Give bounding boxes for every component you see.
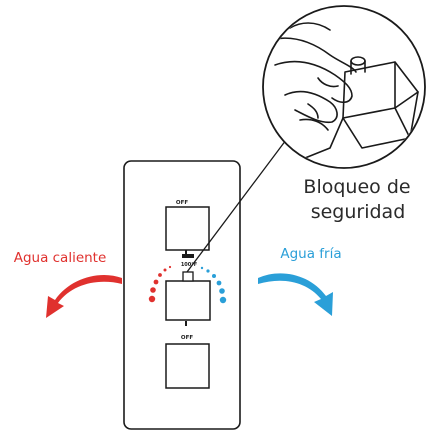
cold-dot xyxy=(219,288,225,294)
cold-dot xyxy=(200,266,204,270)
callout-leader-line xyxy=(186,131,293,273)
hot-water-arrow xyxy=(46,274,122,318)
cold-scale-dots xyxy=(200,266,227,304)
cold-dot xyxy=(219,296,227,304)
hot-dot xyxy=(163,268,167,272)
safety-lock-detail xyxy=(262,5,426,169)
temp-stop-mark xyxy=(182,254,194,258)
off-label-top: OFF xyxy=(176,200,188,206)
top-knob[interactable] xyxy=(165,206,210,251)
cold-dot xyxy=(206,269,210,273)
temperature-knob[interactable] xyxy=(165,280,211,321)
hot-dot xyxy=(148,295,156,303)
cold-water-label: Agua fría xyxy=(280,246,341,262)
safety-lock-button[interactable] xyxy=(182,271,194,282)
cold-dot xyxy=(216,280,222,286)
hot-water-label: Agua caliente xyxy=(14,250,107,266)
hot-scale-dots xyxy=(148,265,172,303)
hot-dot xyxy=(168,265,172,269)
bottom-knob[interactable] xyxy=(165,343,210,389)
callout-label-line2: seguridad xyxy=(311,201,406,223)
cold-dot xyxy=(212,274,216,278)
temp-stop-label: 100°F xyxy=(181,262,197,268)
hot-dot xyxy=(153,279,159,285)
hot-dot xyxy=(158,273,162,277)
cold-water-arrow xyxy=(258,273,333,316)
hot-dot xyxy=(150,287,156,293)
detail-hand xyxy=(269,37,357,73)
callout-label-line1: Bloqueo de xyxy=(303,176,410,198)
off-label-bottom: OFF xyxy=(181,335,193,341)
